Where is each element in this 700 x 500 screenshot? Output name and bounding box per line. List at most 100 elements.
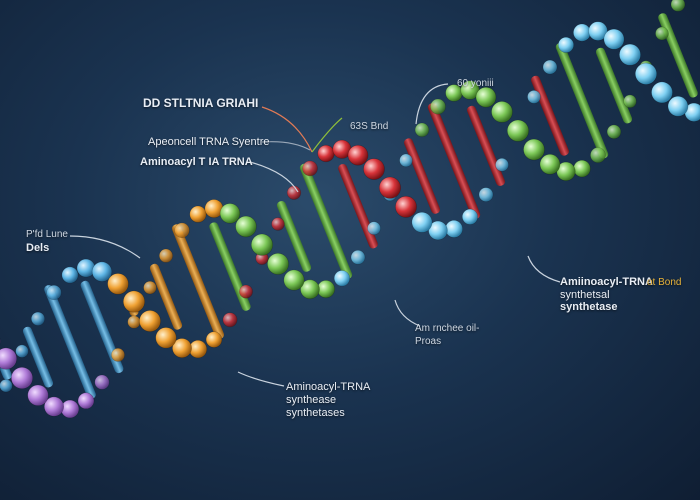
backbone-bead-strand-b xyxy=(573,23,591,42)
backbone-bead-strand-b xyxy=(222,312,238,328)
backbone-bead-strand-a xyxy=(267,252,289,275)
backbone-bead-strand-a xyxy=(174,222,190,239)
label-aponcell-trna: Apeoncell TRNA Syentre xyxy=(148,136,270,148)
leader-mid xyxy=(394,299,421,327)
backbone-bead-strand-b xyxy=(588,21,608,41)
backbone-bead-strand-a xyxy=(367,221,381,235)
backbone-bead-strand-b xyxy=(317,144,335,163)
base-pair-rung xyxy=(595,47,633,124)
backbone-bead-strand-a xyxy=(539,154,561,175)
backbone-bead-strand-a xyxy=(27,384,49,406)
backbone-bead-strand-b xyxy=(15,344,29,358)
backbone-bead-strand-a xyxy=(350,249,366,265)
base-pair-rung xyxy=(149,263,183,330)
leader-aponcell xyxy=(261,141,311,151)
backbone-bead-strand-b xyxy=(286,185,302,200)
label-dels: Dels xyxy=(26,242,50,254)
leader-pid xyxy=(69,235,141,259)
backbone-bead-strand-a xyxy=(590,147,606,163)
backbone-bead-strand-b xyxy=(634,62,657,85)
backbone-bead-strand-b xyxy=(363,158,385,180)
label-aminoacyl-tia-trna: Aminoacyl T IA TRNA xyxy=(140,156,253,168)
backbone-bead-strand-b xyxy=(155,327,177,349)
backbone-bead-strand-b xyxy=(123,290,146,313)
backbone-bead-strand-a xyxy=(506,119,529,142)
backbone-bead-strand-a xyxy=(430,98,446,115)
backbone-bead-strand-b xyxy=(395,195,417,218)
backbone-bead-strand-b xyxy=(619,43,641,66)
base-pair-rung xyxy=(299,163,353,280)
backbone-bead-strand-a xyxy=(606,124,622,140)
backbone-bead-strand-b xyxy=(0,379,13,393)
base-pair-rung xyxy=(427,103,481,219)
backbone-bead-strand-a xyxy=(414,122,430,138)
backbone-bead-strand-b xyxy=(667,96,689,117)
leader-63s xyxy=(311,117,343,153)
label-bottom-synthease: synthease xyxy=(286,394,337,406)
backbone-bead-strand-a xyxy=(0,347,17,370)
backbone-bead-strand-b xyxy=(302,160,318,177)
backbone-bead-strand-b xyxy=(445,219,463,238)
backbone-bead-strand-a xyxy=(623,94,637,109)
base-pair-rung xyxy=(467,105,505,186)
backbone-bead-strand-b xyxy=(527,90,541,104)
backbone-bead-strand-a xyxy=(60,399,80,419)
backbone-bead-strand-b xyxy=(30,311,45,326)
backbone-bead-strand-b xyxy=(271,217,285,231)
backbone-bead-strand-a xyxy=(127,315,141,329)
backbone-bead-strand-a xyxy=(300,279,320,300)
backbone-bead-strand-b xyxy=(542,59,558,75)
label-right-synthetsal: synthetsal xyxy=(560,289,610,301)
label-pfd-lune: P'fd Lune xyxy=(26,229,68,240)
backbone-bead-strand-a xyxy=(94,374,110,390)
backbone-bead-strand-b xyxy=(461,208,478,225)
base-pair-rung xyxy=(80,280,124,374)
backbone-bead-strand-b xyxy=(205,331,223,348)
backbone-bead-strand-b xyxy=(603,28,625,50)
backbone-bead-strand-b xyxy=(347,144,369,166)
backbone-bead-strand-b xyxy=(172,338,192,359)
backbone-bead-strand-a xyxy=(491,101,513,123)
backbone-bead-strand-a xyxy=(573,159,591,178)
backbone-bead-strand-b xyxy=(428,220,448,241)
backbone-bead-strand-a xyxy=(219,203,241,224)
backbone-bead-strand-a xyxy=(43,396,64,417)
backbone-bead-strand-b xyxy=(411,211,433,233)
backbone-bead-strand-a xyxy=(77,392,95,410)
label-bottom-synthetases: synthetases xyxy=(286,407,345,419)
label-right-synthetase: synthetase xyxy=(560,301,618,313)
diagram-title: DD STLTNIA GRIAHI xyxy=(143,96,259,110)
label-right-bond: ot Bond xyxy=(647,277,682,288)
backbone-bead-strand-a xyxy=(235,215,257,238)
backbone-bead-strand-a xyxy=(11,366,33,389)
backbone-bead-strand-b xyxy=(61,266,79,284)
base-pair-rungs xyxy=(0,13,698,399)
backbone-bead-strand-b xyxy=(91,261,113,282)
base-pair-rung xyxy=(531,75,569,156)
backbone-bead-strand-a xyxy=(143,280,157,295)
label-mid-proas: Proas xyxy=(415,336,442,347)
leader-60 xyxy=(415,83,449,125)
backbone-bead-strand-b xyxy=(107,273,129,295)
leader-bottom xyxy=(237,371,285,387)
label-right-aminoacyl: Amiinoacyl-TRNA xyxy=(560,276,653,288)
backbone-bead-strand-a xyxy=(333,270,351,287)
backbone-bead-strand-b xyxy=(557,36,574,53)
backbone-bead-strand-a xyxy=(189,205,207,223)
backbone-bead-strand-a xyxy=(111,347,125,362)
backbone-bead-strand-b xyxy=(139,310,161,332)
label-63s-bnd: 63S Bnd xyxy=(350,121,389,132)
backbone-bead-strand-a xyxy=(316,280,335,299)
backbone-bead-strand-b xyxy=(651,81,673,104)
leader-title xyxy=(261,106,313,153)
backbone-bead-strand-a xyxy=(251,233,274,256)
leader-right xyxy=(527,255,561,283)
backbone-bead-strand-a xyxy=(399,153,413,168)
backbone-bead-strand-a xyxy=(523,138,545,161)
base-pair-rung xyxy=(403,138,441,214)
label-60-yoniii: 60 yoniii xyxy=(457,78,494,89)
backbone-bead-strand-a xyxy=(670,0,686,12)
base-pair-rung xyxy=(22,326,54,388)
backbone-bead-strand-b xyxy=(495,158,509,172)
